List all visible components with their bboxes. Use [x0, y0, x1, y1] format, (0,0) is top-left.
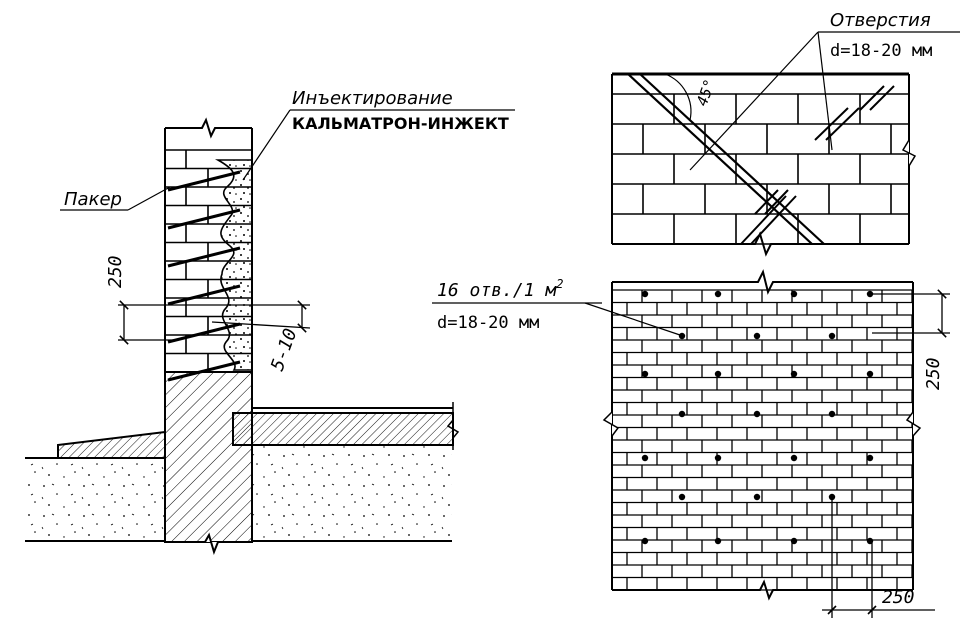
wall-front-angled-holes: 45° Отверстия d=18-20 мм	[611, 10, 960, 257]
holes-label: Отверстия	[830, 10, 931, 31]
injection-hole	[790, 537, 798, 545]
injection-hole	[641, 537, 649, 545]
injection-hole	[790, 370, 798, 378]
wall-section: 250 5-10 Инъектирование КАЛЬМАТРОН-ИНЖЕК…	[25, 88, 515, 556]
injection-hole	[678, 332, 686, 340]
holes-diameter-top: d=18-20 мм	[830, 41, 932, 61]
injection-hole	[714, 290, 722, 298]
injection-hole	[866, 290, 874, 298]
injection-hole	[714, 454, 722, 462]
holes-diameter-bottom: d=18-20 мм	[437, 313, 539, 333]
injection-hole	[714, 370, 722, 378]
packer-label: Пакер	[64, 189, 122, 210]
packer	[167, 284, 241, 306]
packer	[167, 322, 241, 344]
wall-front-hole-grid: 250 250 16 отв./1 м2 d=18-20 мм	[432, 269, 950, 618]
injection-hole	[753, 493, 761, 501]
injection-hole	[678, 410, 686, 418]
injection-hole	[866, 370, 874, 378]
packer	[167, 170, 241, 192]
injection-product-label: КАЛЬМАТРОН-ИНЖЕКТ	[292, 114, 509, 133]
injection-hole	[753, 410, 761, 418]
injection-hole	[790, 290, 798, 298]
injection-hole	[790, 454, 798, 462]
dim-250-bottom-text: 250	[882, 587, 915, 608]
injection-label: Инъектирование	[292, 88, 453, 109]
injection-hole	[641, 370, 649, 378]
injection-hole	[828, 493, 836, 501]
dimension-250-left: 250	[105, 255, 310, 345]
injection-hole	[866, 454, 874, 462]
injection-hole	[714, 537, 722, 545]
holes-count-label: 16 отв./1 м2	[437, 277, 563, 301]
dim-250-right-text: 250	[923, 357, 944, 390]
injection-hole	[828, 410, 836, 418]
injection-hole	[641, 454, 649, 462]
injection-hole	[753, 332, 761, 340]
packer	[167, 246, 241, 268]
dim-5-10-text: 5-10	[267, 326, 302, 374]
injection-hole	[678, 493, 686, 501]
injection-hole	[828, 332, 836, 340]
packer	[167, 208, 241, 230]
dim-250-left-text: 250	[105, 255, 126, 288]
injection-hole	[641, 290, 649, 298]
